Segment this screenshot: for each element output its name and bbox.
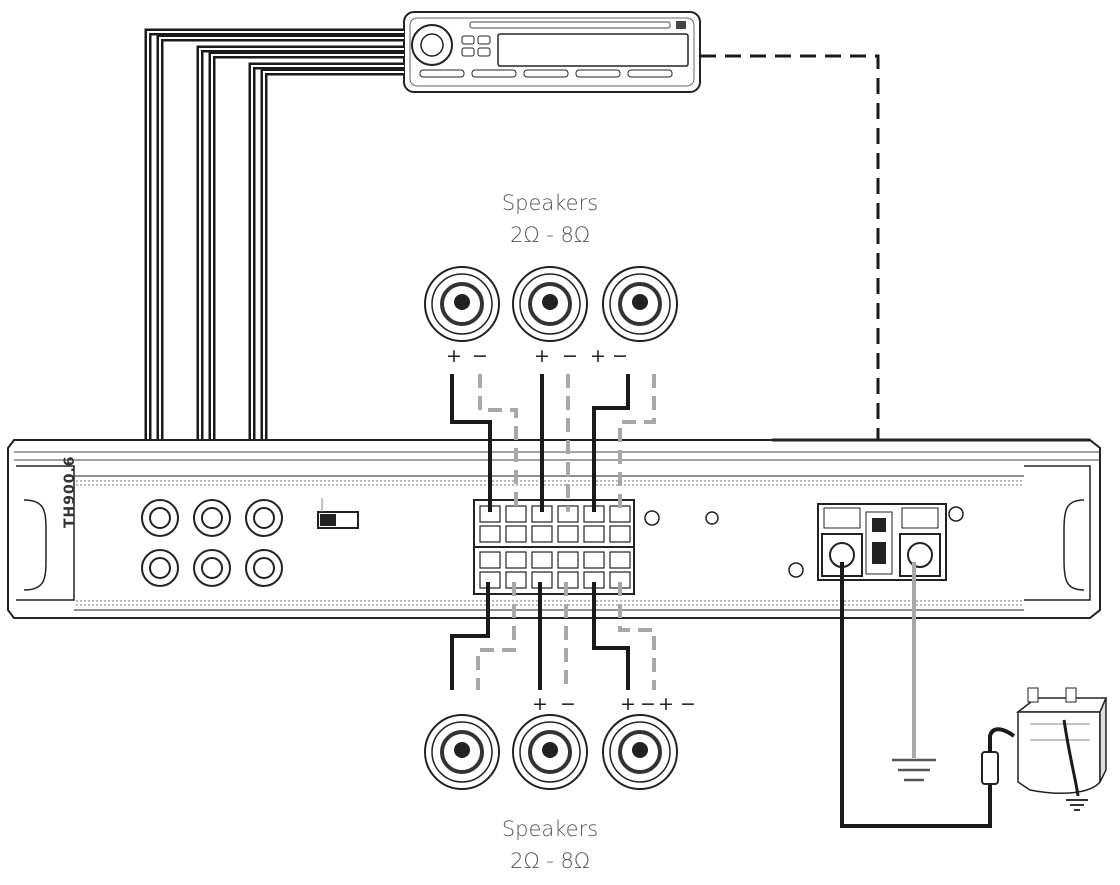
volume-knob-icon	[411, 24, 453, 66]
speaker-terminal-block	[473, 499, 635, 595]
speaker-wires-top	[450, 374, 656, 512]
amplifier	[7, 438, 1101, 619]
speaker-top-2	[512, 266, 588, 342]
power-wire	[840, 562, 992, 828]
polarity-minus: −	[562, 345, 578, 367]
rca-cables	[144, 28, 404, 572]
amplifier-model-label: TH900.6	[62, 455, 78, 528]
led-icon	[705, 511, 719, 525]
speaker-bottom-2	[512, 714, 588, 790]
fuse-holder-icon	[981, 727, 1016, 785]
polarity-minus: −	[472, 345, 488, 367]
speakers-top-impedance: 2Ω - 8Ω	[510, 223, 590, 247]
speaker-bottom-3	[602, 714, 678, 790]
battery-icon	[1015, 687, 1108, 811]
speaker-wires-bottom	[450, 582, 656, 690]
head-unit	[403, 11, 701, 93]
polarity-minus: −	[560, 693, 576, 715]
power-terminal-block	[817, 503, 947, 581]
polarity-minus: −	[612, 345, 628, 367]
input-mode-switch-icon	[317, 498, 359, 529]
polarity-plus: +	[658, 693, 674, 715]
speaker-top-1	[424, 266, 500, 342]
polarity-minus: −	[640, 693, 656, 715]
polarity-plus: +	[534, 345, 550, 367]
speakers-bottom-impedance: 2Ω - 8Ω	[510, 849, 590, 873]
remote-wire	[700, 54, 880, 518]
head-unit-display	[497, 33, 689, 67]
polarity-plus: +	[446, 345, 462, 367]
speakers-bottom-title: Speakers	[501, 817, 599, 841]
polarity-plus: +	[532, 693, 548, 715]
ground-icon	[892, 758, 936, 782]
polarity-plus: +	[620, 693, 636, 715]
speaker-bottom-1	[424, 714, 500, 790]
polarity-plus: +	[590, 345, 606, 367]
polarity-minus: −	[680, 693, 696, 715]
speaker-top-3	[602, 266, 678, 342]
speakers-top-title: Speakers	[501, 191, 599, 215]
rca-inputs	[141, 499, 283, 587]
